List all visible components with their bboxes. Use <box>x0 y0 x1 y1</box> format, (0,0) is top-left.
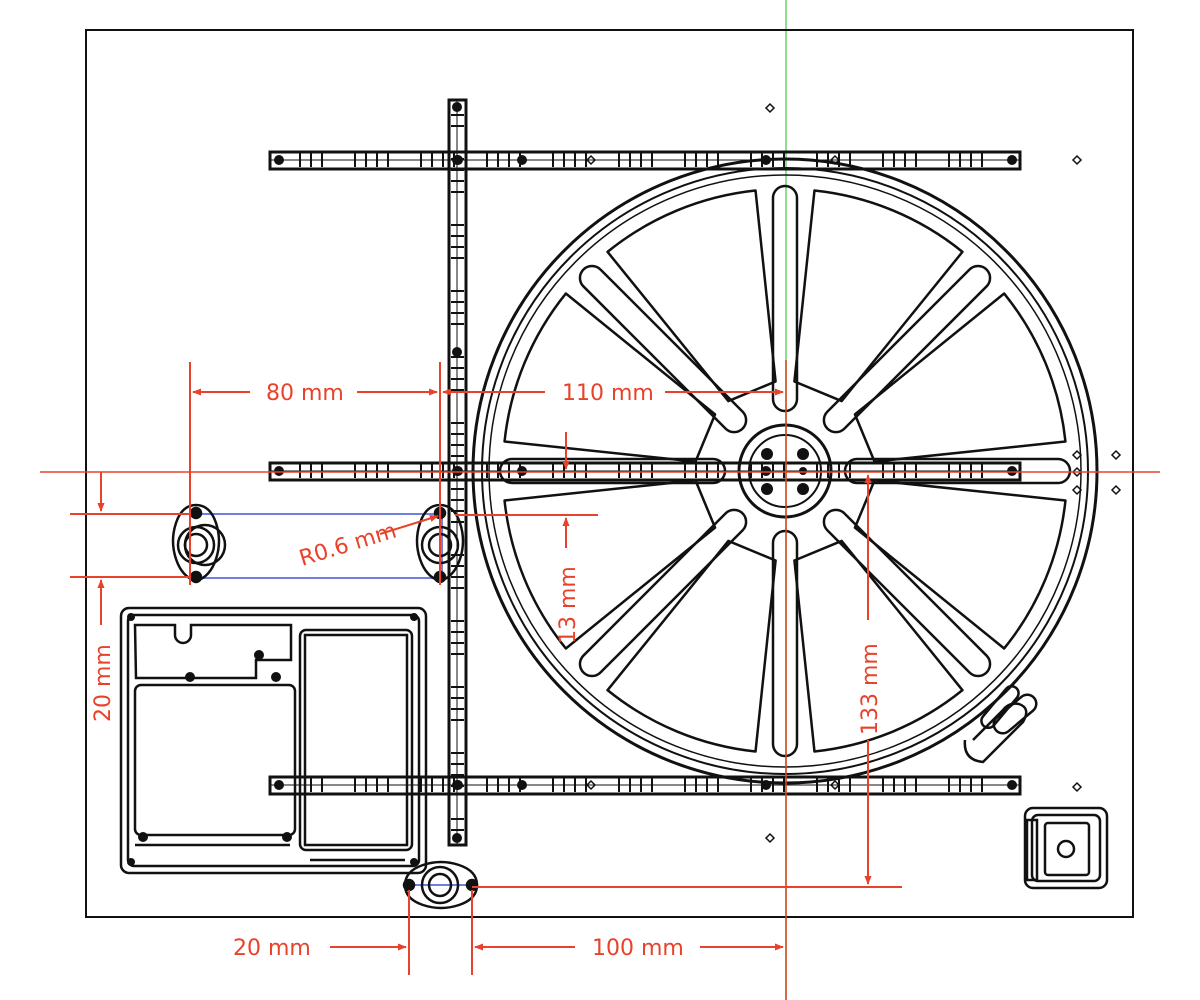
dimension-20mm-bottom-label: 20 mm <box>233 936 311 961</box>
hub-bolts <box>761 448 809 495</box>
dimension-100mm-label: 100 mm <box>592 936 684 961</box>
selection-highlight <box>189 513 472 886</box>
dimension-110mm-label: 110 mm <box>562 381 654 406</box>
flange-bearings <box>171 503 479 910</box>
dimension-80mm-label: 80 mm <box>266 381 344 406</box>
dimension-20mm-left <box>70 472 190 625</box>
corner-module <box>1023 806 1109 890</box>
dimension-133mm <box>472 474 902 888</box>
latch-bracket <box>963 684 1038 764</box>
dimension-radius <box>379 514 439 535</box>
base-plate <box>85 29 1134 918</box>
board-screws <box>127 613 418 866</box>
rail-top <box>268 150 1022 171</box>
dimension-80mm <box>189 362 441 585</box>
dimension-13mm <box>455 432 598 548</box>
dimension-radius-label: R0.6 mm <box>296 519 399 572</box>
mounting-holes <box>585 102 1122 844</box>
reference-lines <box>40 360 1160 1000</box>
dimension-13mm-label: 13 mm <box>556 566 581 644</box>
turntable-wheel <box>471 157 1099 785</box>
dimension-133mm-label: 133 mm <box>858 643 883 735</box>
electronics-board <box>119 606 428 875</box>
wheel-cutouts <box>503 189 1067 753</box>
dimension-20mm-bottom <box>330 890 473 975</box>
vertical-rail-slots <box>451 102 464 843</box>
wheel-spokes <box>498 184 1072 758</box>
rail-bottom <box>268 775 1022 796</box>
dimension-20mm-left-label: 20 mm <box>91 644 116 722</box>
